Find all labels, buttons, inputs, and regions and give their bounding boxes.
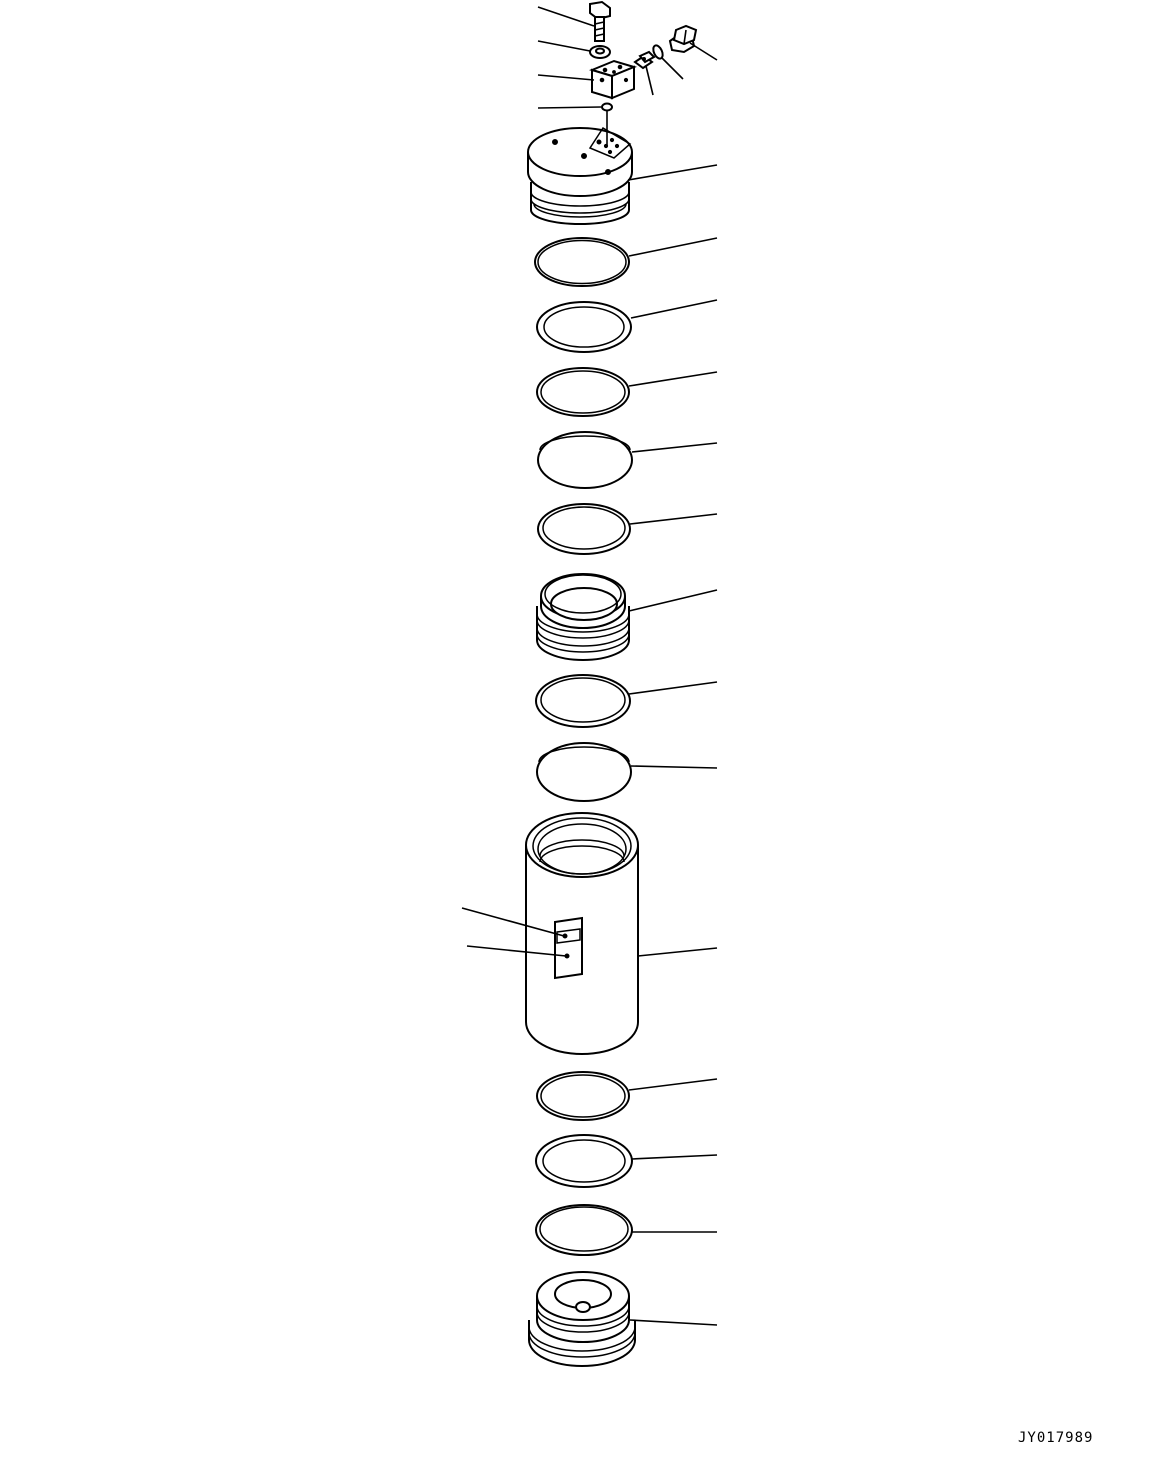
part-end-cap[interactable] (529, 1272, 635, 1366)
leader-valve-block (538, 75, 594, 80)
part-name-plate[interactable] (555, 918, 582, 978)
leader-small-o-ring (538, 107, 601, 108)
part-ring-9[interactable] (536, 1135, 632, 1187)
leader-cylinder-head (628, 165, 717, 180)
part-ring-4[interactable] (538, 432, 632, 488)
leader-ring-2 (631, 300, 717, 318)
leader-ring-8 (629, 1079, 717, 1090)
leader-plug (690, 43, 717, 60)
leader-ring-3 (629, 372, 717, 386)
part-ring-6[interactable] (536, 675, 630, 727)
part-ring-8[interactable] (537, 1072, 629, 1120)
leader-ring-5 (630, 514, 717, 524)
part-plug[interactable] (670, 26, 696, 52)
part-fitting[interactable] (635, 52, 654, 68)
part-bolt[interactable] (590, 2, 610, 41)
leader-fitting (646, 66, 653, 95)
leader-rivet (467, 946, 566, 956)
leader-piston (629, 590, 717, 611)
drawing-code: JY017989 (1018, 1430, 1094, 1446)
part-plug-o-ring[interactable] (651, 44, 664, 60)
leader-ring-6 (629, 682, 717, 694)
leader-ring-7 (631, 766, 717, 768)
leader-end-cap (630, 1320, 717, 1325)
part-ring-5[interactable] (538, 504, 630, 554)
part-ring-7[interactable] (537, 743, 631, 801)
leader-cylinder-tube (638, 948, 717, 956)
part-washer[interactable] (590, 46, 610, 58)
leader-name-plate (462, 908, 564, 936)
part-valve-block[interactable] (592, 61, 634, 98)
part-ring-10[interactable] (536, 1205, 632, 1255)
part-ring-1[interactable] (535, 238, 629, 286)
part-ring-2[interactable] (537, 302, 631, 352)
part-piston[interactable] (537, 574, 629, 660)
leader-ring-9 (632, 1155, 717, 1159)
leader-bolt (538, 7, 594, 26)
part-rivet[interactable] (566, 955, 568, 957)
leader-ring-1 (629, 238, 717, 256)
part-cylinder-head[interactable] (528, 110, 632, 224)
leader-ring-4 (632, 443, 717, 452)
part-small-o-ring[interactable] (602, 104, 612, 111)
part-ring-3[interactable] (537, 368, 629, 416)
leader-washer (538, 41, 590, 51)
leader-plug-o-ring (662, 58, 683, 79)
